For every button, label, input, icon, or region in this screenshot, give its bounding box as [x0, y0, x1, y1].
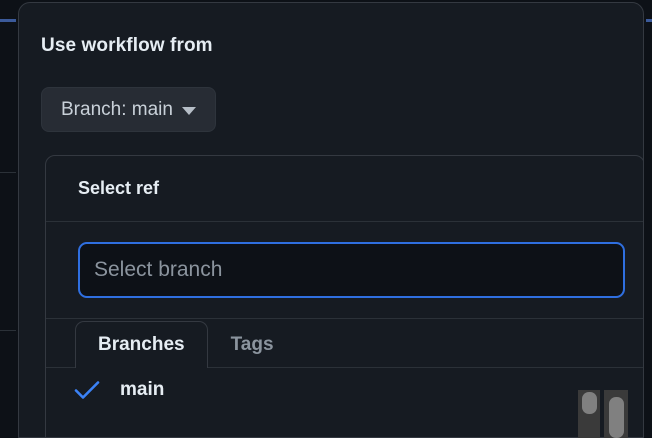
select-ref-header: Select ref [46, 156, 643, 222]
page-divider-left-upper [0, 172, 16, 173]
page-divider-left-lower [0, 330, 16, 331]
page-title: Use workflow from [41, 35, 213, 56]
tab-tags[interactable]: Tags [208, 321, 297, 368]
branch-selector-button[interactable]: Branch: main [41, 87, 216, 132]
branch-list: main [46, 367, 643, 412]
list-item-label: main [120, 379, 165, 400]
scrollbar-thumb-outer[interactable] [582, 392, 597, 414]
tab-branches[interactable]: Branches [75, 321, 208, 368]
scrollbar-thumb-inner[interactable] [609, 397, 624, 438]
page-accent-line-right [646, 19, 652, 22]
select-ref-panel: Select ref Branches Tags main [45, 155, 643, 437]
tab-branches-label: Branches [98, 334, 185, 355]
ref-type-tabs: Branches Tags [46, 319, 643, 368]
search-row [46, 222, 643, 319]
tab-tags-label: Tags [230, 334, 274, 355]
chevron-down-icon [181, 106, 196, 115]
page-accent-line-left [0, 19, 16, 22]
branch-selector-label: Branch: main [61, 98, 173, 120]
check-icon [68, 380, 120, 400]
select-ref-title: Select ref [78, 178, 160, 198]
use-workflow-from-dialog: Use workflow from Branch: main Select re… [18, 2, 644, 438]
branch-search-input[interactable] [78, 242, 625, 298]
list-item[interactable]: main [46, 368, 643, 412]
